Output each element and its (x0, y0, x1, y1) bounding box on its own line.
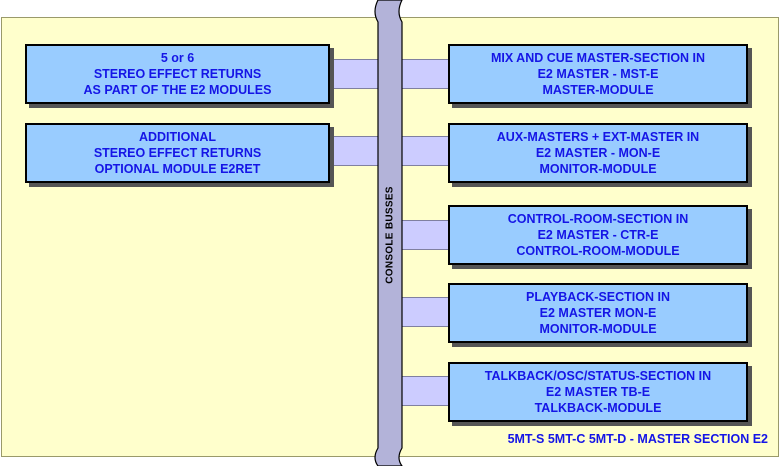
connector (400, 376, 450, 406)
connector (400, 220, 450, 250)
box-line: E2 MASTER TB-E (545, 385, 651, 399)
box-line: CONTROL-ROOM-MODULE (516, 244, 680, 258)
connector (400, 59, 450, 89)
box-line: AUX-MASTERS + EXT-MASTER IN (496, 130, 700, 144)
connector (400, 136, 450, 166)
box-line: AS PART OF THE E2 MODULES (83, 83, 272, 97)
mix-cue-master-box: MIX AND CUE MASTER-SECTION IN E2 MASTER … (448, 44, 748, 104)
box-line: MIX AND CUE MASTER-SECTION IN (490, 51, 706, 65)
box-line: 5 or 6 (160, 51, 195, 65)
box-line: MONITOR-MODULE (539, 162, 657, 176)
playback-box: PLAYBACK-SECTION IN E2 MASTER MON-E MONI… (448, 283, 748, 343)
talkback-box: TALKBACK/OSC/STATUS-SECTION IN E2 MASTER… (448, 362, 748, 422)
box-line: CONTROL-ROOM-SECTION IN (507, 212, 689, 226)
box-line: STEREO EFFECT RETURNS (93, 146, 262, 160)
box-line: E2 MASTER MON-E (539, 306, 657, 320)
box-line: OPTIONAL MODULE E2RET (94, 162, 261, 176)
box-line: MASTER-MODULE (542, 83, 654, 97)
box-line: E2 MASTER - MST-E (537, 67, 659, 81)
connector (330, 136, 378, 166)
connector (330, 59, 378, 89)
box-line: E2 MASTER - MON-E (535, 146, 661, 160)
box-line: TALKBACK-MODULE (534, 401, 662, 415)
footer-caption: 5MT-S 5MT-C 5MT-D - MASTER SECTION E2 (507, 432, 768, 446)
connector (400, 297, 450, 327)
aux-masters-box: AUX-MASTERS + EXT-MASTER IN E2 MASTER - … (448, 123, 748, 183)
box-line: MONITOR-MODULE (539, 322, 657, 336)
box-line: PLAYBACK-SECTION IN (526, 290, 670, 304)
box-line: TALKBACK/OSC/STATUS-SECTION IN (484, 369, 712, 383)
box-line: STEREO EFFECT RETURNS (93, 67, 262, 81)
control-room-box: CONTROL-ROOM-SECTION IN E2 MASTER - CTR-… (448, 205, 748, 265)
box-line: E2 MASTER - CTR-E (537, 228, 659, 242)
box-line: ADDITIONAL (138, 130, 217, 144)
stereo-effect-returns-box: 5 or 6 STEREO EFFECT RETURNS AS PART OF … (25, 44, 330, 104)
console-busses-label: CONSOLE BUSSES (384, 186, 396, 284)
additional-effect-returns-box: ADDITIONAL STEREO EFFECT RETURNS OPTIONA… (25, 123, 330, 183)
